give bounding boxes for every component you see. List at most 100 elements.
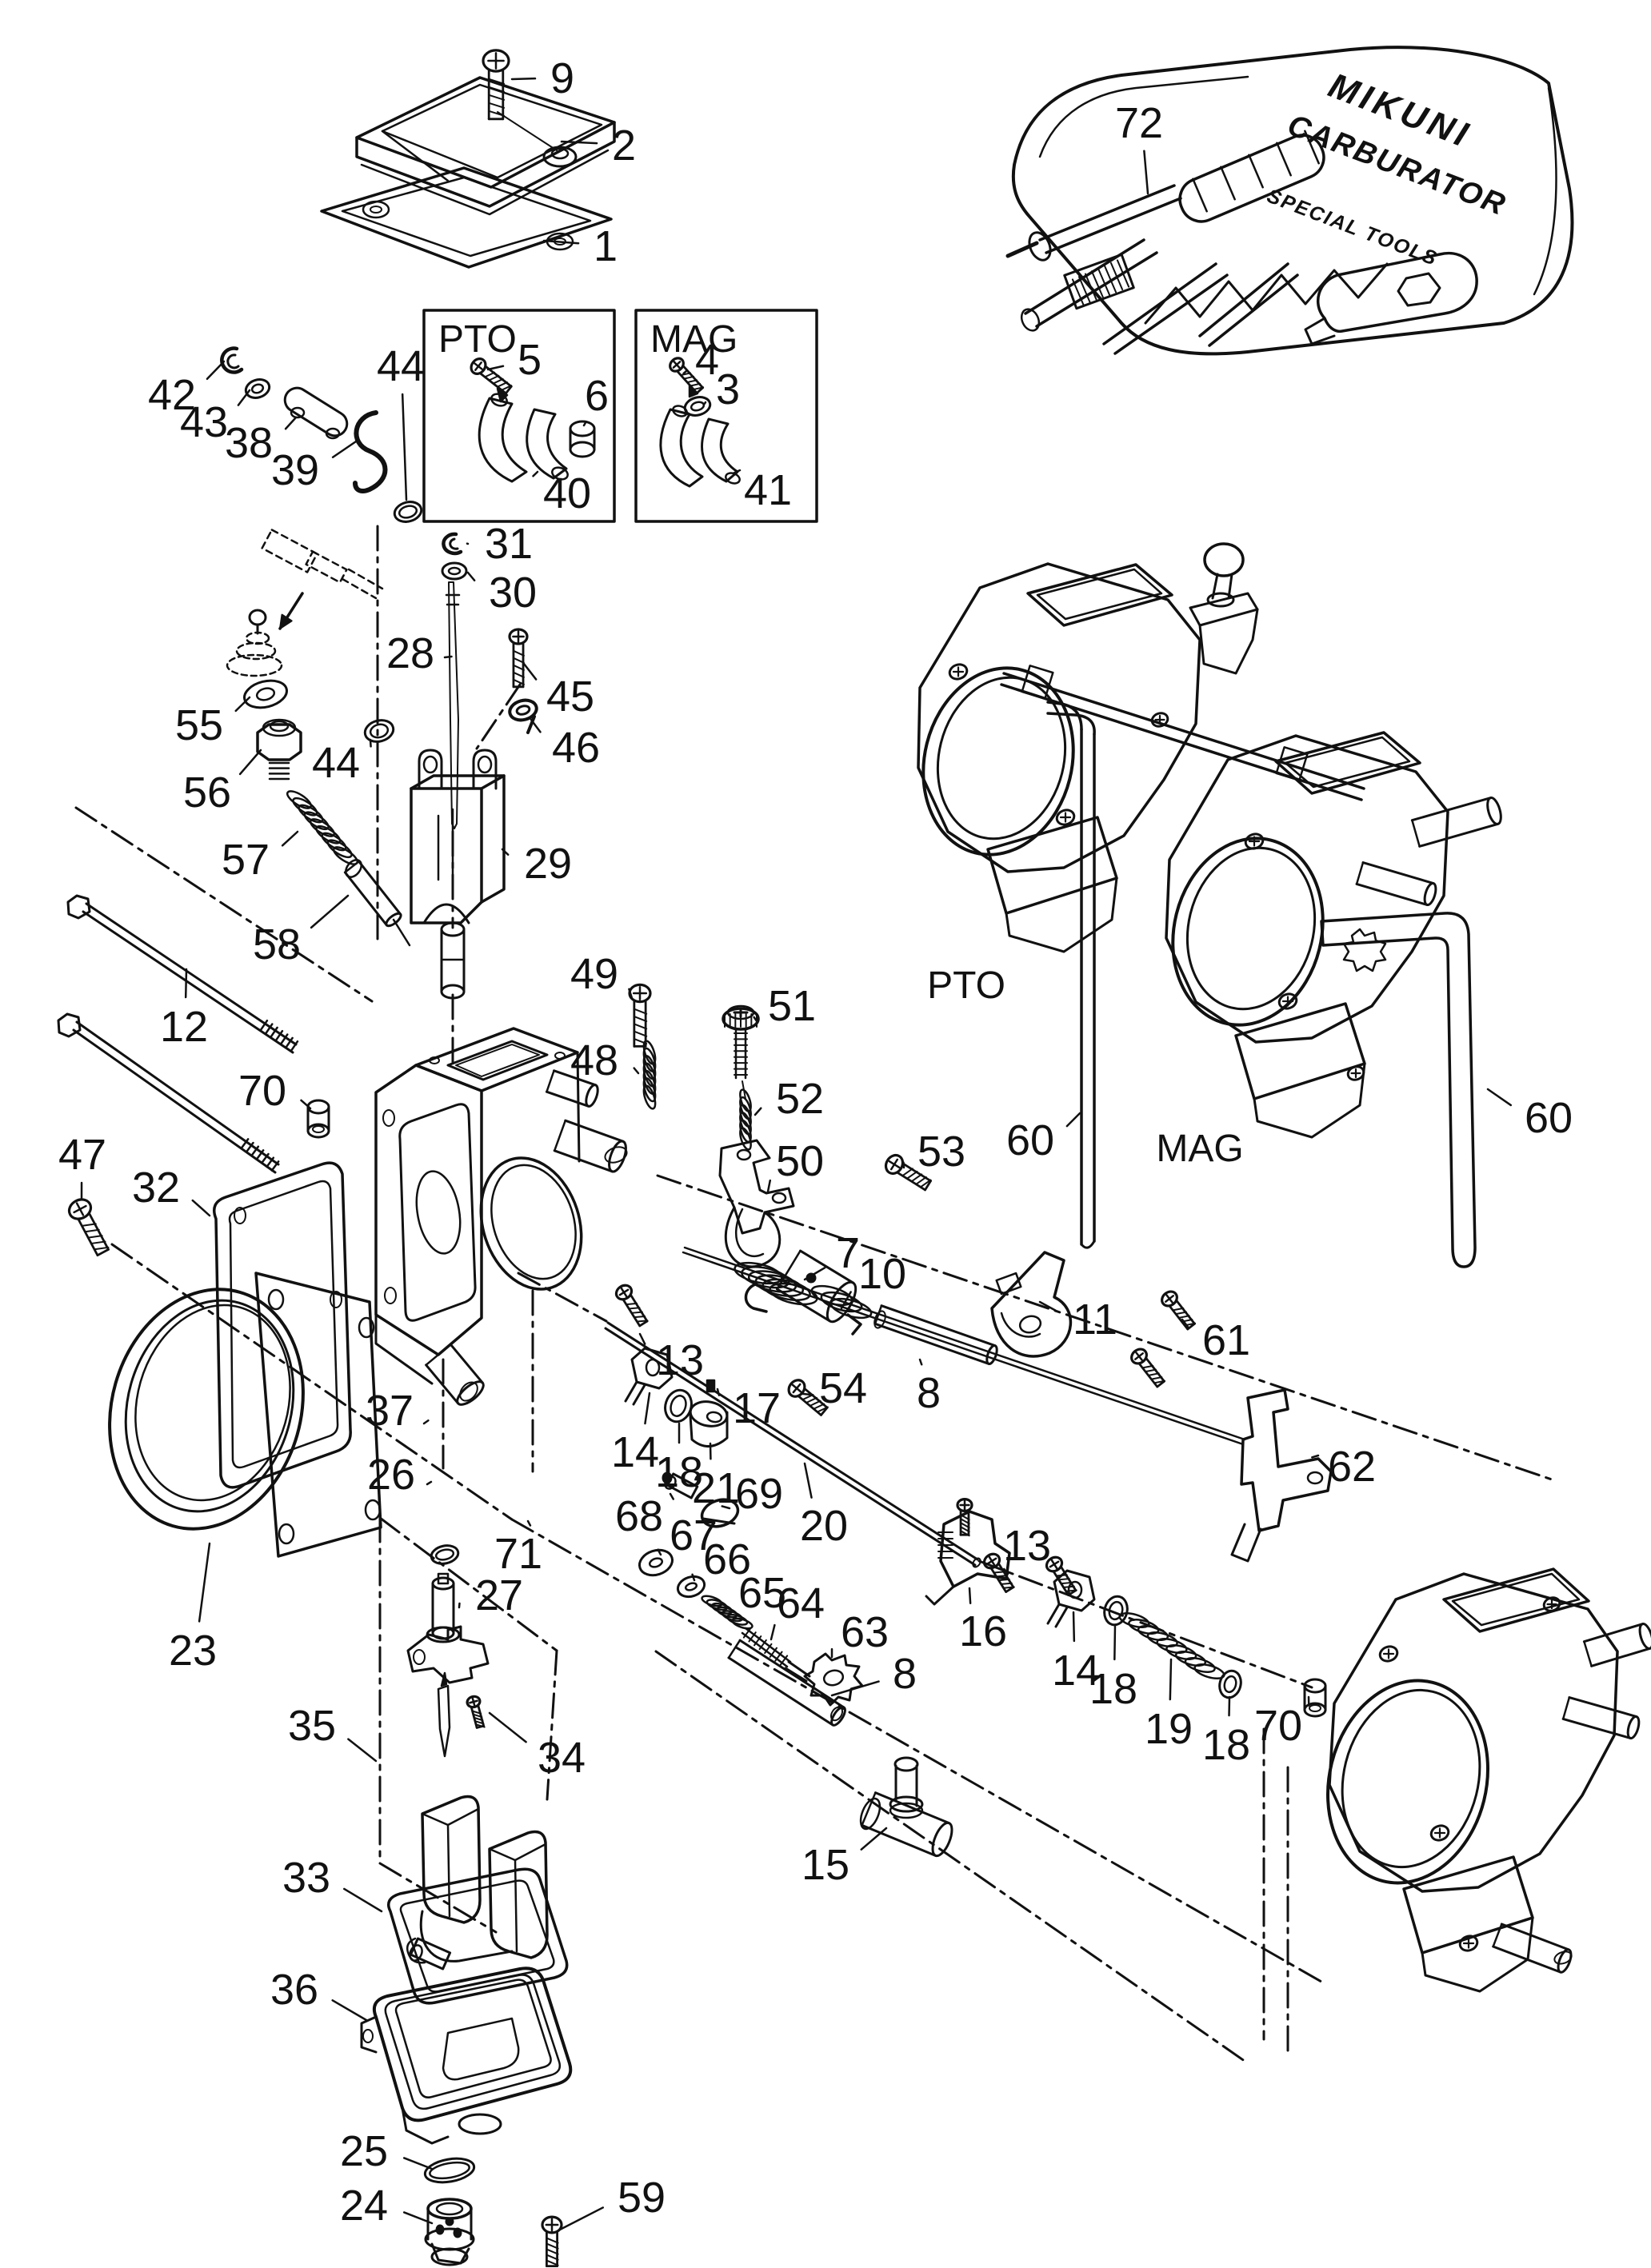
screw-4	[690, 382, 702, 387]
gasket-32	[213, 1161, 352, 1489]
screw-61	[1172, 1307, 1185, 1312]
leader-69-49	[721, 1505, 731, 1510]
tube	[553, 1119, 567, 1152]
rect	[305, 550, 348, 584]
screw-5-head	[470, 357, 487, 375]
carb-assembly-mag	[1165, 734, 1449, 1044]
ellipse	[551, 466, 569, 481]
callout-41-9: 41	[744, 466, 792, 514]
screw-13	[636, 1320, 649, 1323]
ellipse	[345, 859, 362, 878]
callout-17-37: 17	[733, 1384, 781, 1432]
ellipse	[889, 1802, 924, 1819]
line	[1208, 274, 1299, 347]
tube	[553, 1149, 614, 1173]
leader-49-71	[628, 988, 634, 1000]
tube	[425, 1343, 452, 1367]
ellipse	[893, 1756, 919, 1772]
ellipse	[459, 1381, 478, 1402]
washer-43	[244, 378, 271, 399]
leader-17-37	[716, 1388, 721, 1396]
path	[1046, 701, 1083, 731]
path	[1000, 1312, 1041, 1338]
leader-40-6	[532, 470, 539, 477]
poly	[688, 384, 699, 398]
o-ring-25-inner	[429, 2161, 470, 2180]
screw-5	[488, 374, 500, 381]
path	[455, 1044, 540, 1077]
hatch	[260, 1152, 270, 1164]
callout-13-35: 13	[656, 1336, 704, 1384]
screw-45	[512, 664, 525, 671]
spacer-tube-8	[873, 1322, 990, 1365]
callout-36-67: 36	[270, 1966, 318, 2014]
callout-48-72: 48	[570, 1036, 618, 1084]
path	[1397, 272, 1441, 307]
callout-31-15: 31	[485, 520, 533, 568]
spacer-tube-8	[880, 1304, 997, 1348]
path	[401, 2106, 450, 2145]
screw-5	[496, 381, 508, 388]
screw	[1049, 1560, 1060, 1568]
callout-44-14: 44	[377, 342, 425, 390]
screw	[960, 1514, 970, 1521]
screw-13b	[997, 1578, 1010, 1582]
spring-48	[642, 1084, 657, 1110]
o-ring-25	[423, 2157, 476, 2184]
callout-3-8: 3	[716, 365, 740, 413]
leader-1-2	[542, 239, 580, 245]
leader-71-33	[526, 1519, 532, 1527]
ellipse	[435, 2202, 464, 2216]
ellipse	[1185, 846, 1317, 1011]
screw-9-head	[482, 49, 510, 73]
screw-47	[94, 1246, 110, 1251]
tube-end	[1557, 1948, 1573, 1974]
leader-16-56	[968, 1587, 972, 1604]
screw-61b	[1141, 1364, 1154, 1369]
hatch	[1090, 270, 1105, 299]
spring-19	[1174, 1651, 1207, 1667]
path	[228, 1180, 339, 1469]
cap-70b	[1303, 1702, 1327, 1718]
path	[422, 903, 470, 924]
line	[977, 1559, 1313, 1689]
path	[744, 1283, 768, 1313]
screw-61b	[1156, 1380, 1165, 1388]
washer-43-inner	[250, 383, 265, 394]
leader-10-42	[840, 1291, 852, 1310]
screw-4	[680, 372, 692, 377]
bushing-6	[569, 441, 596, 458]
callout-34-65: 34	[538, 1734, 586, 1782]
ellipse	[889, 1795, 924, 1813]
screw-45	[512, 649, 525, 657]
ellipse	[515, 705, 531, 716]
screw-head	[1429, 1824, 1450, 1842]
leader-7-41	[803, 1266, 826, 1281]
tube-end	[585, 1084, 599, 1108]
callout-58-25: 58	[253, 920, 301, 968]
ellipse	[1341, 1688, 1481, 1869]
spring-19	[1128, 1619, 1160, 1635]
leader-9-0	[510, 77, 537, 81]
callout-15-63: 15	[802, 1841, 849, 1889]
screw-head	[948, 663, 969, 681]
tube-8b-end	[830, 1706, 846, 1727]
return-spring-7	[754, 1274, 805, 1297]
screw-61	[1174, 1311, 1187, 1316]
screw-53	[919, 1179, 932, 1188]
screw-61b	[1150, 1376, 1163, 1380]
callout-13-57: 13	[1003, 1522, 1051, 1570]
ellipse	[604, 1146, 628, 1164]
rect	[1275, 746, 1309, 781]
screw-54	[813, 1403, 826, 1410]
path	[526, 715, 536, 734]
callout-49-71: 49	[570, 950, 618, 998]
cable-end-ref	[261, 529, 318, 573]
path	[700, 417, 739, 483]
screw-54	[806, 1396, 818, 1404]
hatch	[285, 1036, 294, 1048]
spring-39	[353, 410, 388, 493]
carb-body	[414, 1027, 579, 1092]
screw-47	[90, 1240, 106, 1244]
screw-5	[505, 385, 513, 395]
